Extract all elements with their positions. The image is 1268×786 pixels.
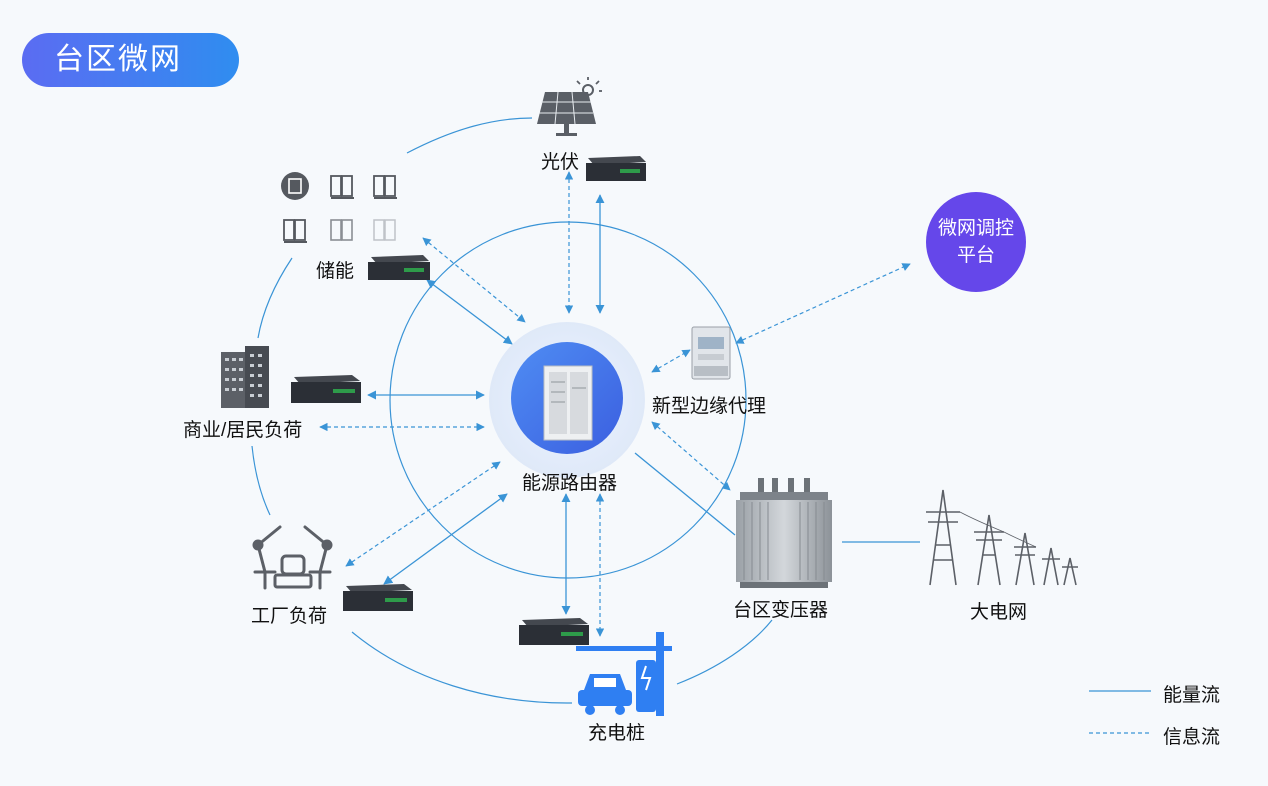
gateway-device-charger — [519, 618, 589, 645]
smart-meter-icon — [691, 326, 731, 380]
label-main-grid: 大电网 — [970, 602, 1028, 623]
power-tower-icons — [926, 489, 1078, 586]
gateway-device-storage — [368, 255, 430, 280]
ev-charger-icon — [576, 632, 672, 716]
microgrid-platform-badge: 微网调控 平台 — [926, 192, 1026, 292]
page-title: 台区微网 — [22, 33, 239, 87]
transformer-icon — [736, 478, 832, 588]
label-ev-charger: 充电桩 — [588, 723, 646, 744]
label-storage: 储能 — [316, 261, 355, 282]
platform-label-line2: 平台 — [956, 245, 995, 266]
building-icon — [221, 346, 269, 408]
gateway-device-factory — [343, 584, 413, 611]
battery-icons — [281, 172, 397, 243]
label-factory-load: 工厂负荷 — [251, 606, 328, 627]
gateway-device-pv — [586, 156, 646, 181]
gateway-device-commercial — [291, 375, 361, 403]
outer-ring — [251, 117, 773, 704]
label-edge-agent: 新型边缘代理 — [652, 396, 767, 417]
label-transformer: 台区变压器 — [733, 600, 829, 621]
label-energy-router: 能源路由器 — [522, 473, 618, 494]
robot-arm-icon — [252, 525, 333, 590]
legend-energy-label: 能量流 — [1163, 685, 1221, 706]
platform-label-line1: 微网调控 — [937, 218, 1014, 239]
label-pv: 光伏 — [541, 152, 580, 173]
label-commercial-load: 商业/居民负荷 — [183, 420, 303, 441]
legend-info-label: 信息流 — [1163, 727, 1221, 748]
info-flows — [319, 171, 911, 637]
solar-panel-icon — [537, 77, 602, 136]
energy-router-icon — [489, 322, 645, 478]
